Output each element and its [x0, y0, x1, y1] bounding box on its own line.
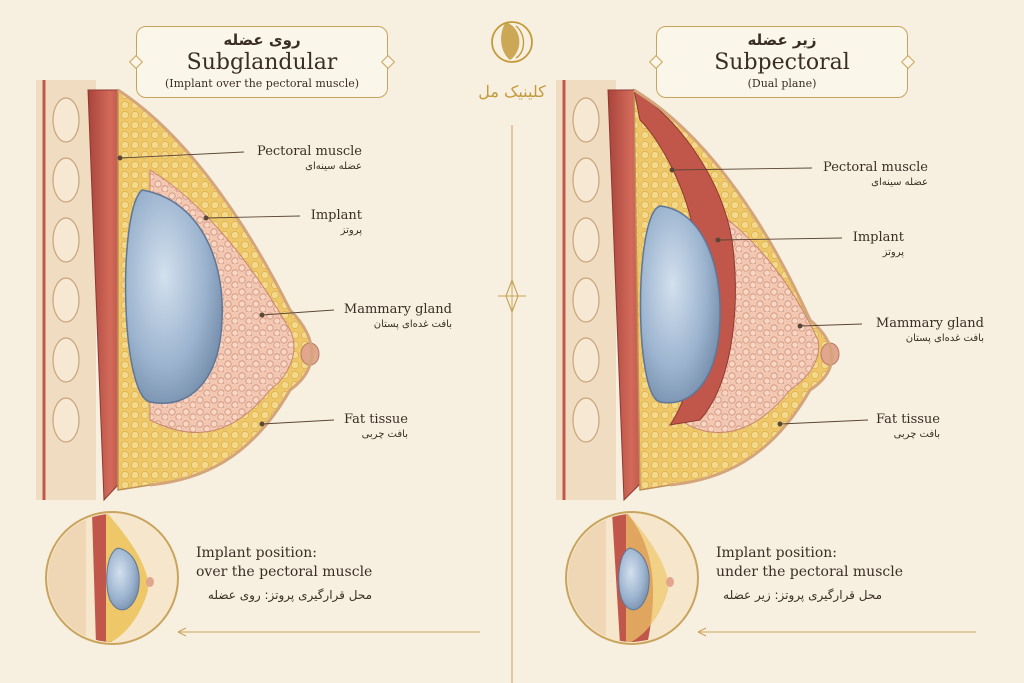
left-subtitle: (Implant over the pectoral muscle) — [164, 77, 360, 90]
right-title-fa: زیر عضله — [747, 31, 817, 49]
clinic-logo-text: کلینیک مل — [478, 82, 546, 101]
left-label-pectoral: Pectoral muscle عضله سینه‌ای — [250, 144, 362, 174]
right-label-gland: Mammary gland بافت غده‌ای پستان — [866, 316, 984, 346]
right-label-fat-en: Fat tissue — [875, 412, 940, 427]
left-label-pectoral-en: Pectoral muscle — [257, 144, 362, 159]
right-label-implant-fa: پروتز — [882, 247, 904, 258]
right-position-line1: Implant position: — [716, 545, 838, 561]
right-label-fat: Fat tissue بافت چربی — [872, 412, 940, 442]
left-position-line2: over the pectoral muscle — [196, 564, 373, 580]
left-label-implant: Implant پروتز — [300, 208, 362, 238]
right-label-pectoral: Pectoral muscle عضله سینه‌ای — [816, 160, 928, 190]
divider-ornament — [498, 278, 526, 314]
left-label-fat: Fat tissue بافت چربی — [340, 412, 408, 442]
right-position-fa: محل قرارگیری پروتز: زیر عضله — [723, 588, 882, 602]
left-position-text: Implant position: over the pectoral musc… — [196, 544, 372, 604]
left-label-implant-fa: پروتز — [340, 225, 362, 236]
left-position-line1: Implant position: — [196, 545, 318, 561]
logo-emblem — [491, 21, 533, 63]
right-title-en: Subpectoral — [714, 50, 850, 75]
left-label-implant-en: Implant — [310, 208, 362, 223]
right-label-pectoral-en: Pectoral muscle — [823, 160, 928, 175]
right-anatomy — [556, 80, 869, 502]
left-label-pectoral-fa: عضله سینه‌ای — [305, 161, 362, 172]
left-label-fat-fa: بافت چربی — [361, 429, 408, 440]
right-label-gland-fa: بافت غده‌ای پستان — [905, 333, 984, 344]
left-title-en: Subglandular — [186, 50, 338, 75]
right-label-implant: Implant پروتز — [846, 230, 904, 260]
left-inset — [45, 511, 480, 645]
right-position-text: Implant position: under the pectoral mus… — [716, 544, 903, 604]
right-label-implant-en: Implant — [852, 230, 904, 245]
left-title-box: روی عضله Subglandular (Implant over the … — [136, 26, 388, 98]
left-label-gland: Mammary gland بافت غده‌ای پستان — [340, 302, 452, 332]
left-title-fa: روی عضله — [223, 31, 301, 49]
right-subtitle: (Dual plane) — [747, 77, 817, 90]
right-label-gland-en: Mammary gland — [875, 316, 984, 331]
left-label-fat-en: Fat tissue — [343, 412, 408, 427]
right-label-pectoral-fa: عضله سینه‌ای — [871, 177, 928, 188]
right-label-fat-fa: بافت چربی — [893, 429, 940, 440]
left-position-fa: محل قرارگیری پروتز: روی عضله — [207, 588, 372, 602]
right-title-box: زیر عضله Subpectoral (Dual plane) — [656, 26, 908, 98]
right-inset — [565, 511, 976, 645]
left-label-gland-fa: بافت غده‌ای پستان — [373, 319, 452, 330]
right-position-line2: under the pectoral muscle — [716, 564, 903, 580]
left-anatomy — [36, 80, 335, 502]
left-label-gland-en: Mammary gland — [343, 302, 452, 317]
